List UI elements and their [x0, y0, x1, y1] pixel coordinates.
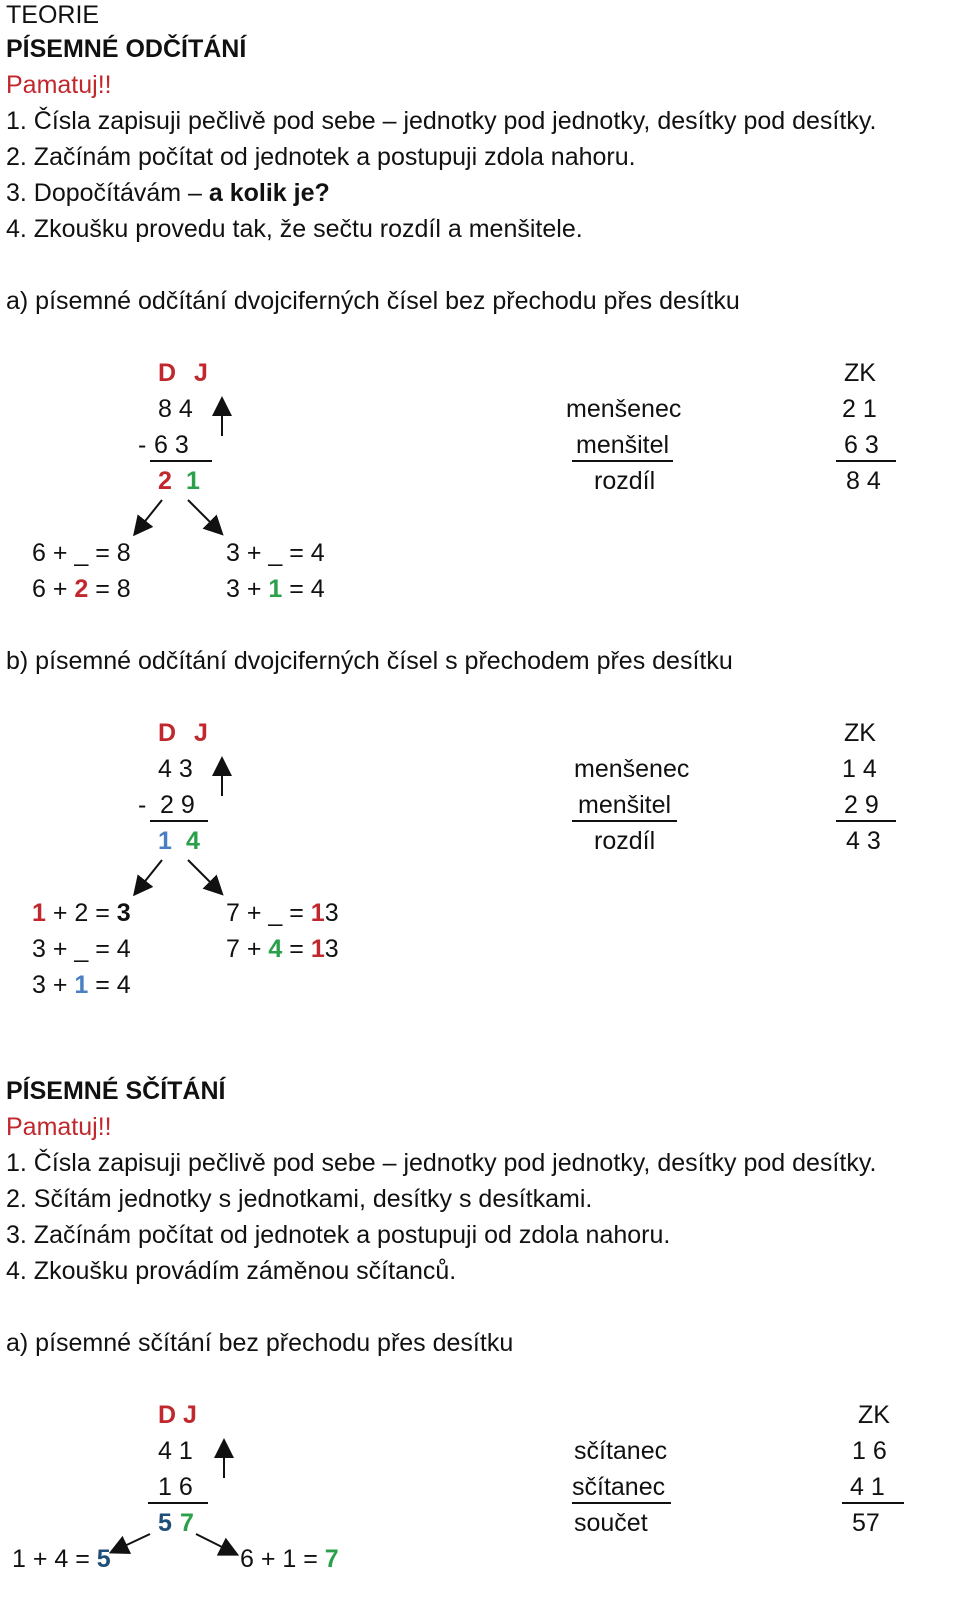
units-calc-1: 3 + _ = 4: [226, 539, 325, 567]
tens-calc-2: 3 + _ = 4: [32, 935, 131, 963]
addition-title: PÍSEMNÉ SČÍTÁNÍ: [6, 1077, 226, 1105]
tens-calc-2: 6 + 2 = 8: [32, 575, 131, 603]
check-row-2: 6 3: [836, 430, 896, 462]
subtrahend: 6 3: [150, 430, 212, 462]
label-subtrahend: menšitel: [572, 430, 674, 462]
check-row-1: 1 4: [842, 755, 877, 783]
result-tens: 2: [158, 467, 172, 495]
tens-sum-calc: 1 + 4 = 5: [12, 1545, 111, 1573]
units-calc-2: 3 + 1 = 4: [226, 575, 325, 603]
label-difference: rozdíl: [594, 827, 656, 855]
label-addend-2: sčítanec: [572, 1472, 672, 1504]
label-minuend: menšenec: [566, 395, 682, 423]
down-right-arrow-icon: [187, 859, 224, 896]
minuend: 8 4: [158, 395, 193, 423]
tens-header: D: [158, 359, 177, 387]
units-calc-1: 7 + _ = 13: [226, 899, 339, 927]
rule-3: 3. Dopočítávám – a kolik je?: [6, 179, 330, 207]
result-tens: 1: [158, 827, 172, 855]
label-sum: součet: [574, 1509, 648, 1537]
tens-header: D: [158, 719, 177, 747]
sum-tens: 5: [158, 1509, 172, 1537]
check-row-3: 8 4: [846, 467, 881, 495]
result-units: 4: [186, 827, 200, 855]
check-row-2: 2 9: [836, 790, 896, 822]
dj-header: D J: [158, 1401, 197, 1429]
check-row-3: 4 3: [846, 827, 881, 855]
page-label: TEORIE: [6, 1, 100, 29]
check-label: ZK: [844, 359, 876, 387]
minuend: 4 3: [158, 755, 193, 783]
check-row-1: 1 6: [852, 1437, 887, 1465]
result-units: 1: [186, 467, 200, 495]
tens-calc-3: 3 + 1 = 4: [32, 971, 131, 999]
down-left-arrow-icon: [133, 499, 163, 537]
check-label: ZK: [844, 719, 876, 747]
subtraction-title: PÍSEMNÉ ODČÍTÁNÍ: [6, 35, 247, 63]
down-left-arrow-icon: [133, 859, 163, 897]
addend-1: 4 1: [158, 1437, 193, 1465]
units-sum-calc: 6 + 1 = 7: [240, 1545, 339, 1573]
rule-2: 2. Začínám počítat od jednotek a postupu…: [6, 143, 636, 171]
down-right-arrow-icon: [187, 499, 224, 536]
check-label: ZK: [858, 1401, 890, 1429]
check-row-2: 4 1: [842, 1472, 904, 1504]
rule-4: 4. Zkoušku provádím záměnou sčítanců.: [6, 1257, 457, 1285]
down-left-arrow-icon: [108, 1533, 151, 1554]
addition-a-heading: a) písemné sčítání bez přechodu přes des…: [6, 1329, 514, 1357]
units-calc-2: 7 + 4 = 13: [226, 935, 339, 963]
label-difference: rozdíl: [594, 467, 656, 495]
check-row-1: 2 1: [842, 395, 877, 423]
remember-label: Pamatuj!!: [6, 71, 112, 99]
rule-3-emphasis: a kolik je?: [208, 179, 330, 207]
minus-sign: -: [138, 791, 147, 819]
label-minuend: menšenec: [574, 755, 690, 783]
subtrahend: 2 9: [150, 790, 208, 822]
rule-4: 4. Zkoušku provedu tak, že sečtu rozdíl …: [6, 215, 583, 243]
remember-label: Pamatuj!!: [6, 1113, 112, 1141]
addend-2: 1 6: [148, 1472, 208, 1504]
label-addend-1: sčítanec: [574, 1437, 668, 1465]
label-subtrahend: menšitel: [572, 790, 678, 822]
rule-3: 3. Začínám počítat od jednotek a postupu…: [6, 1221, 671, 1249]
check-row-3: 57: [852, 1509, 880, 1537]
tens-calc-1: 1 + 2 = 3: [32, 899, 131, 927]
units-header: J: [194, 359, 208, 387]
minus-sign: -: [138, 431, 147, 459]
rule-1: 1. Čísla zapisuji pečlivě pod sebe – jed…: [6, 107, 877, 135]
section-a-heading: a) písemné odčítání dvojciferných čísel …: [6, 287, 740, 315]
down-right-arrow-icon: [195, 1533, 240, 1556]
tens-calc-1: 6 + _ = 8: [32, 539, 131, 567]
sum-units: 7: [180, 1509, 194, 1537]
rule-1: 1. Čísla zapisuji pečlivě pod sebe – jed…: [6, 1149, 877, 1177]
units-header: J: [194, 719, 208, 747]
section-b-heading: b) písemné odčítání dvojciferných čísel …: [6, 647, 733, 675]
rule-2: 2. Sčítám jednotky s jednotkami, desítky…: [6, 1185, 593, 1213]
